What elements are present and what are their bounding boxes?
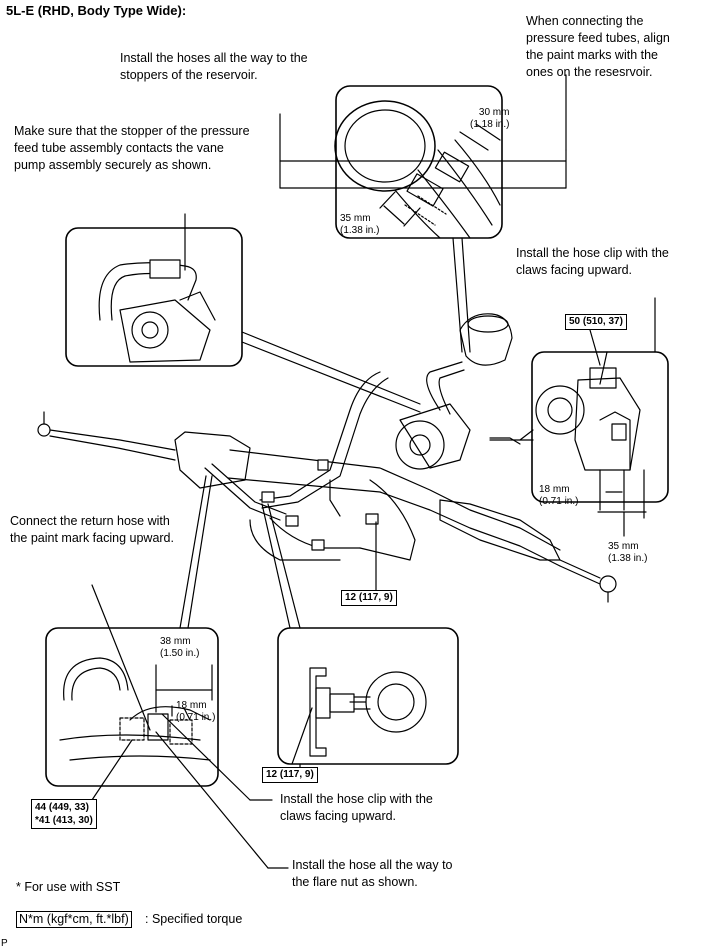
note-line: claws facing upward. <box>280 809 397 823</box>
dimension-value: 18 mm <box>176 700 207 711</box>
diagram-title: 5L-E (RHD, Body Type Wide): <box>6 3 187 18</box>
dimension-value-inch: (1.50 in.) <box>160 648 200 659</box>
torque-label-50: 50 (510, 37) <box>565 314 627 330</box>
note-line: Connect the return hose with <box>10 514 170 528</box>
steering-gear-assembly <box>37 313 617 603</box>
note-line: claws facing upward. <box>516 263 633 277</box>
dimension-value-inch: (0.71 in.) <box>176 712 216 723</box>
reservoir-inset <box>279 85 567 239</box>
dimension-18mm-right: 18 mm (0.71 in.) <box>539 484 578 508</box>
note-line: stoppers of the reservoir. <box>120 68 258 82</box>
dimension-value: 30 mm <box>478 107 510 118</box>
dimension-value-inch: (1.18 in.) <box>470 119 510 130</box>
corner-mark: P <box>1 938 8 949</box>
torque-value-sst: *41 (413, 30) <box>35 815 93 826</box>
dimension-value-inch: (1.38 in.) <box>340 225 380 236</box>
dimension-value: 35 mm <box>340 213 371 224</box>
dimension-value: 38 mm <box>160 636 191 647</box>
return-hose-inset <box>45 584 289 869</box>
dimension-value: 35 mm <box>608 541 639 552</box>
clip-nut-inset <box>277 627 459 765</box>
note-line: Make sure that the stopper of the pressu… <box>14 124 250 138</box>
torque-label-44-41: 44 (449, 33) *41 (413, 30) <box>31 799 97 829</box>
torque-label-12-inset: 12 (117, 9) <box>262 767 318 783</box>
note-line: pump assembly securely as shown. <box>14 158 212 172</box>
note-line: the flare nut as shown. <box>292 875 418 889</box>
note-line: Install the hose all the way to <box>292 858 453 872</box>
note-line: feed tube assembly contacts the vane <box>14 141 224 155</box>
legend-description: : Specified torque <box>145 912 243 926</box>
torque-value: 44 (449, 33) <box>35 802 89 813</box>
dimension-18mm-lower: 18 mm (0.71 in.) <box>176 700 215 724</box>
note-line: pressure feed tubes, align <box>526 31 670 45</box>
note-line: Install the hoses all the way to the <box>120 51 308 65</box>
legend-unit-box: N*m (kgf*cm, ft.*lbf) <box>16 911 132 928</box>
dimension-38mm: 38 mm (1.50 in.) <box>160 636 199 660</box>
dimension-30mm: 30 mm (1.18 in.) <box>470 107 509 131</box>
torque-label-12-center: 12 (117, 9) <box>341 590 397 606</box>
note-line: Install the hose clip with the <box>516 246 669 260</box>
note-line: the paint marks with the <box>526 48 659 62</box>
note-line: When connecting the <box>526 14 644 28</box>
dimension-value: 18 mm <box>539 484 570 495</box>
note-line: the paint mark facing upward. <box>10 531 174 545</box>
dimension-value-inch: (1.38 in.) <box>608 553 648 564</box>
note-line: Install the hose clip with the <box>280 792 433 806</box>
dimension-value-inch: (0.71 in.) <box>539 496 579 507</box>
footnote: * For use with SST <box>16 880 121 894</box>
note-line: ones on the resesrvoir. <box>526 65 653 79</box>
pump-dimension-inset <box>489 297 669 537</box>
pump-stopper-inset <box>65 213 421 413</box>
dimension-35mm-top: 35 mm (1.38 in.) <box>340 213 379 237</box>
dimension-35mm-right: 35 mm (1.38 in.) <box>608 541 647 565</box>
